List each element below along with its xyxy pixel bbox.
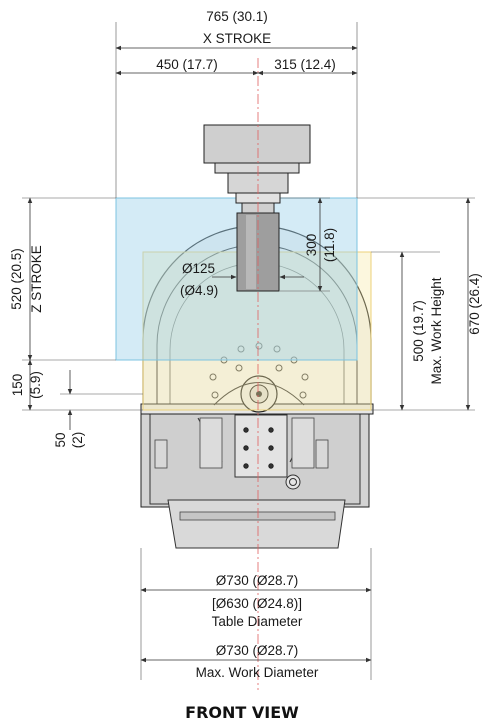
left-150-inch-label: (5.9) [28,371,43,399]
work-diameter-caption: Max. Work Diameter [196,665,319,680]
spindle-diameter-label: Ø125 [182,261,215,276]
x-left-label: 450 (17.7) [156,57,218,72]
table-diameter-alt-label: [Ø630 (Ø24.8)] [212,596,302,611]
z-stroke-label: Z STROKE [29,245,44,313]
x-total-label: 765 (30.1) [206,9,268,24]
work-diameter-label: Ø730 (Ø28.7) [216,643,299,658]
spindle-diameter-inch-label: (Ø4.9) [180,283,218,298]
z-total-label: 520 (20.5) [9,248,24,310]
machine-base [140,411,370,549]
work-height-label: 500 (19.7) [411,300,426,362]
spindle-travel-inch-label: (11.8) [322,228,337,262]
view-title: FRONT VIEW [185,703,299,722]
x-stroke-label: X STROKE [203,31,271,46]
table-diameter-caption: Table Diameter [212,614,303,629]
spindle-travel-label: 300 [304,234,319,257]
left-150-label: 150 [10,374,25,397]
rotary-table [140,225,374,415]
left-50-inch-label: (2) [70,432,85,449]
right-total-label: 670 (26.4) [467,273,482,335]
work-height-caption: Max. Work Height [429,277,444,384]
dimension-lines [22,22,475,680]
table-diameter-label: Ø730 (Ø28.7) [216,573,299,588]
x-right-label: 315 (12.4) [274,57,336,72]
left-50-label: 50 [53,432,68,447]
